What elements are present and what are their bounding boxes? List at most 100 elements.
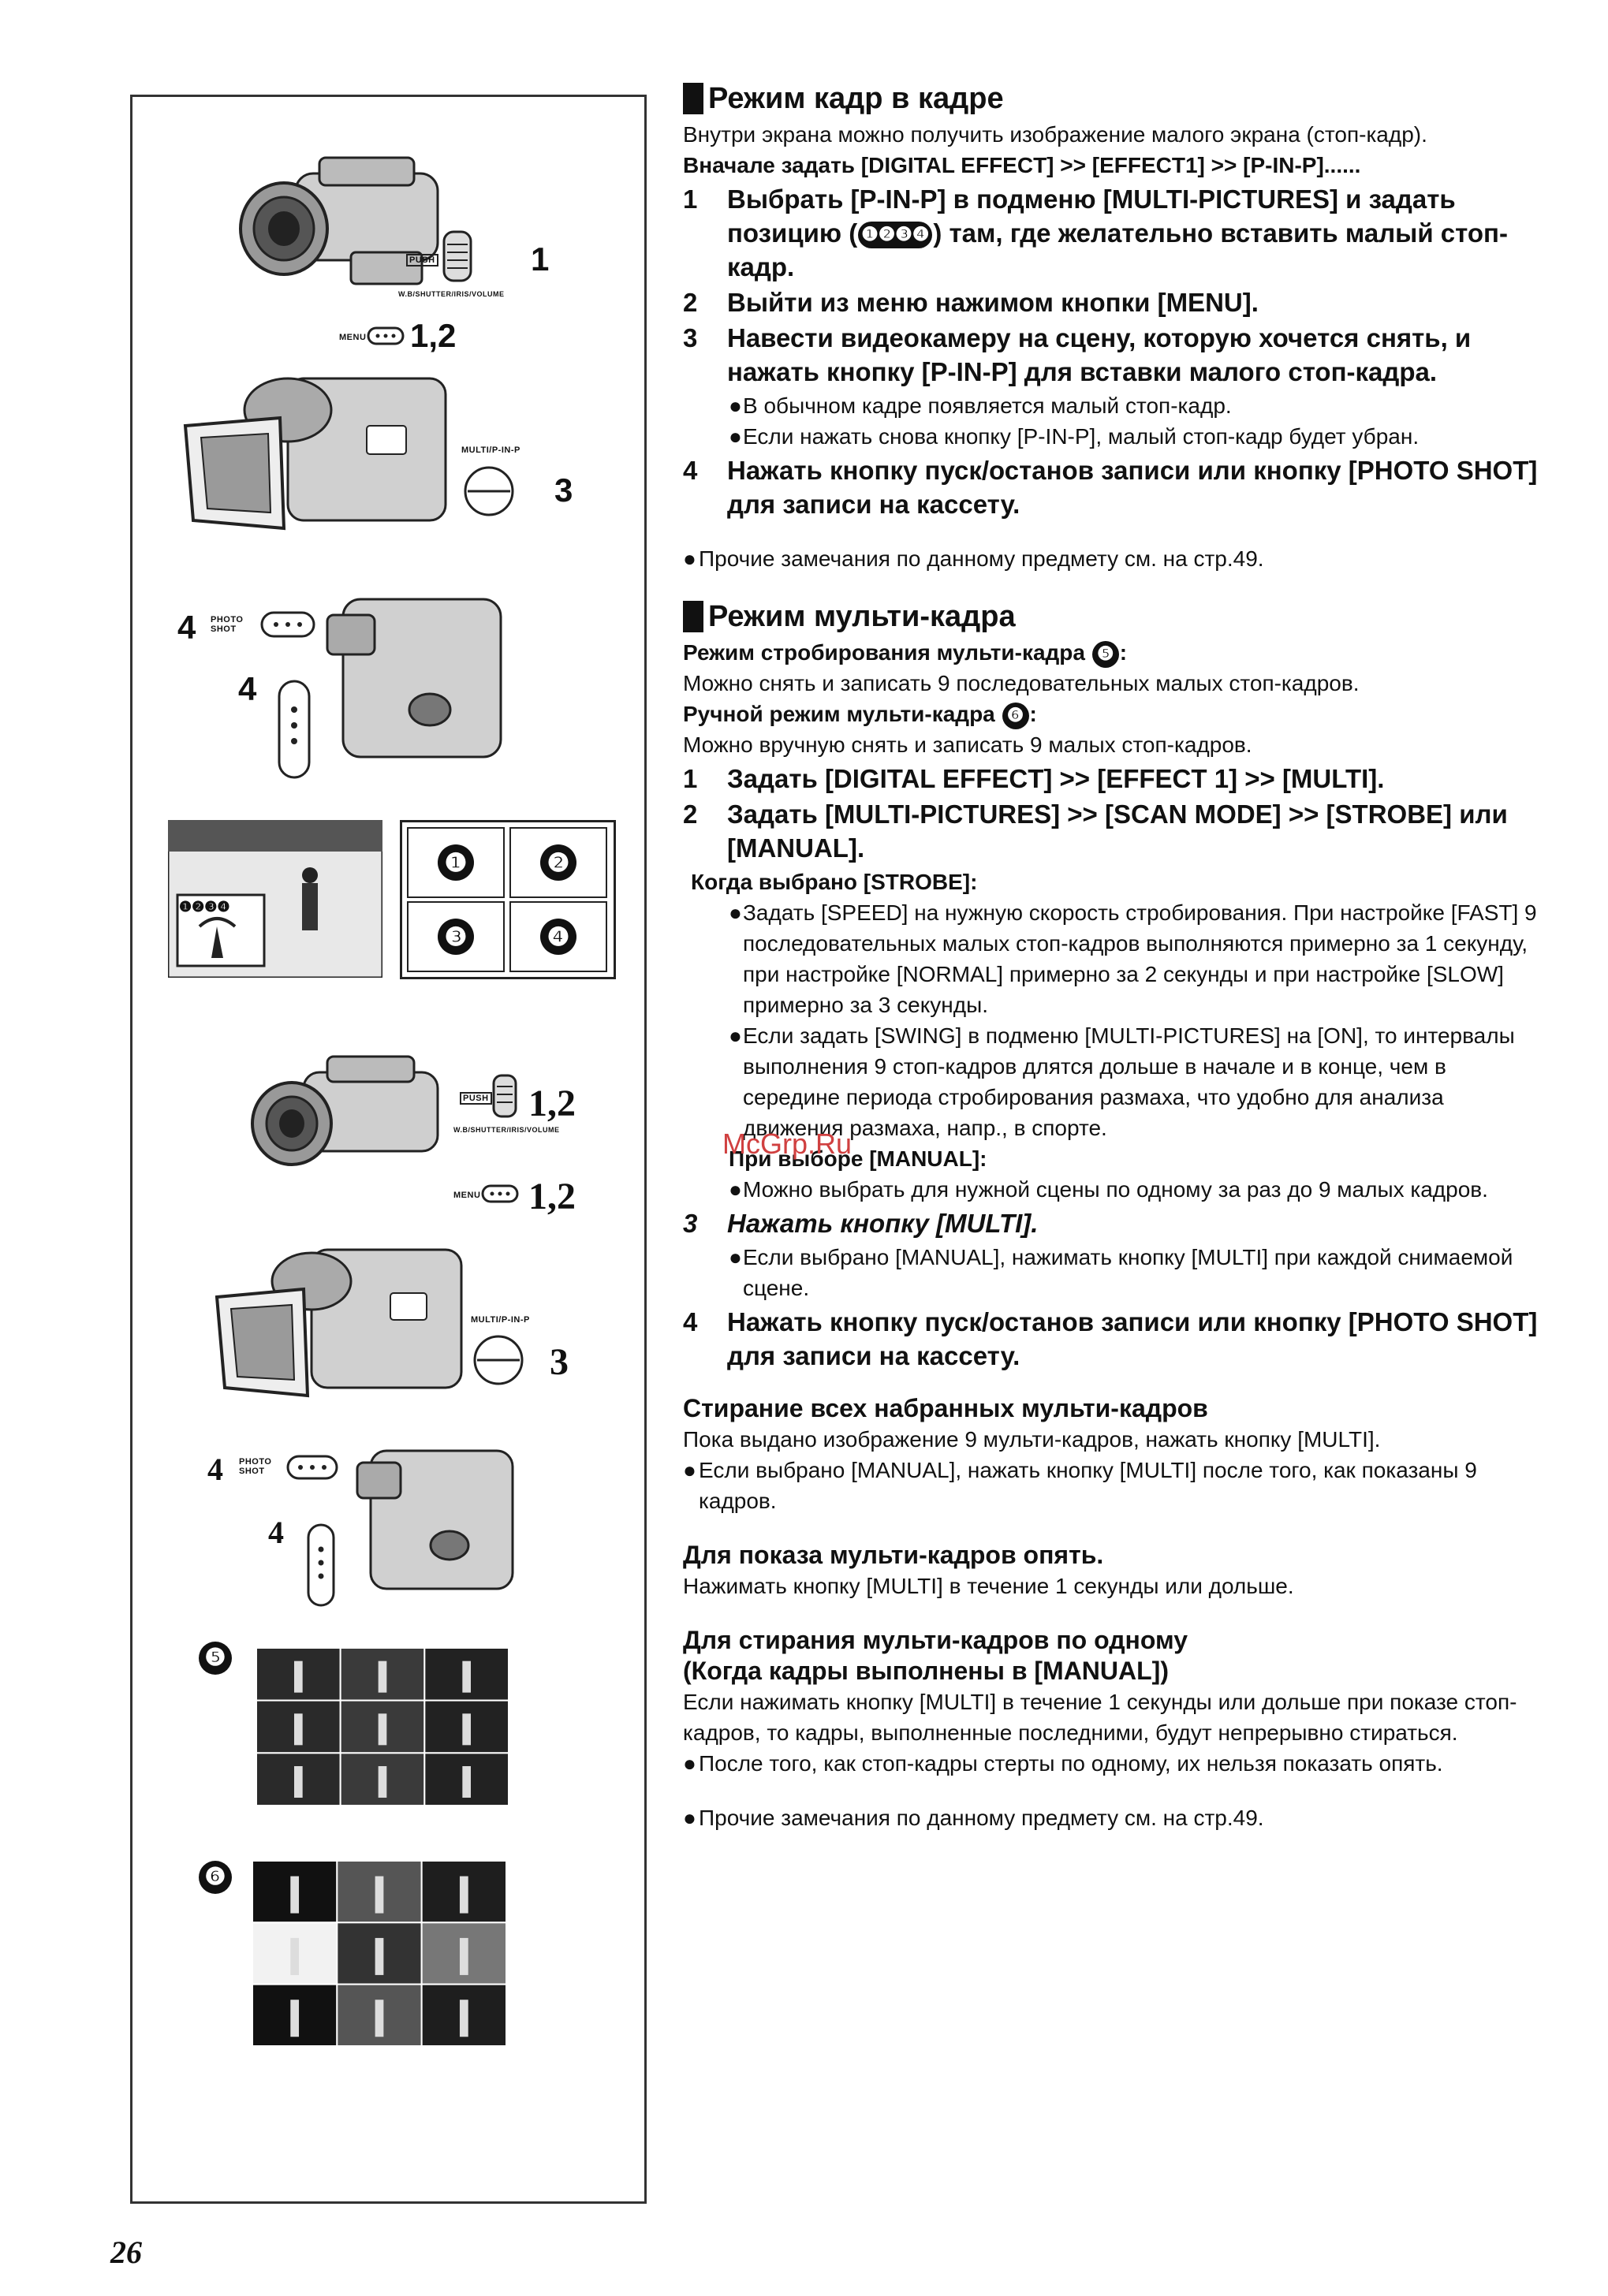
section-title-pinp: Режим кадр в кадре [683, 83, 1543, 114]
grid-figure [462, 1766, 471, 1798]
step-text-a: Выбрать [P-IN-P] в подменю [MULTI-PICTUR… [727, 184, 1456, 248]
step-number: 3 [683, 1209, 698, 1238]
step-number: 1 [683, 184, 698, 214]
step-text: Задать [MULTI-PICTURES] >> [SCAN MODE] >… [727, 800, 1508, 863]
grid-figure [375, 1937, 384, 1975]
callout-4-a: 4 [177, 609, 196, 646]
erase-all-bullet: ●Если выбрано [MANUAL], нажать кнопку [M… [683, 1455, 1543, 1516]
step-number: 3 [683, 323, 698, 352]
camcorder-side-figure-c [319, 583, 524, 773]
section-title-multi: Режим мульти-кадра [683, 601, 1543, 632]
step-text: Навести видеокамеру на сцену, которую хо… [727, 323, 1472, 386]
bullet: ● [683, 1806, 696, 1830]
grid-figure [290, 1876, 300, 1914]
bullet-text: Если задать [SWING] в подменю [MULTI-PIC… [743, 1023, 1515, 1140]
bullet: ● [729, 900, 742, 925]
callout-3-b: 3 [550, 1341, 569, 1383]
bullet-text: Можно выбрать для нужной сцены по одному… [743, 1177, 1488, 1202]
section-marker [683, 83, 703, 114]
grid-figure [378, 1713, 387, 1746]
camcorder-front-figure-d [241, 1041, 461, 1198]
multi-step-3: 3 Нажать кнопку [MULTI]. [683, 1206, 1543, 1240]
pinp-step-3-bullet-1: ●В обычном кадре появляется малый стоп-к… [729, 390, 1543, 421]
step-text: Выйти из меню нажимом кнопки [MENU]. [727, 288, 1259, 317]
strobe-bullet-2: ●Если задать [SWING] в подменю [MULTI-PI… [729, 1020, 1543, 1143]
rec-button-icon-b [305, 1522, 337, 1608]
multi-pinp-button-icon-a [461, 464, 517, 519]
grid-figure [290, 2000, 300, 2037]
quad-pos-2: ❷ [540, 844, 576, 881]
bullet: ● [683, 1751, 696, 1776]
erase-all-head: Стирание всех набранных мульти-кадров [683, 1394, 1208, 1422]
step-text: Нажать кнопку пуск/останов записи или кн… [727, 456, 1538, 519]
dial-icon [438, 229, 477, 284]
bullet-text: После того, как стоп-кадры стерты по одн… [699, 1751, 1443, 1776]
bullet: ● [729, 424, 742, 449]
bullet-text: Если выбрано [MANUAL], нажать кнопку [MU… [699, 1458, 1477, 1513]
camcorder-side-figure-f [351, 1435, 532, 1601]
grid-figure [459, 1937, 468, 1975]
manual-mode-text: Можно вручную снять и записать 9 малых с… [683, 732, 1252, 757]
show-again-head: Для показа мульти-кадров опять. [683, 1541, 1104, 1569]
pinp-sample-photo [168, 820, 382, 978]
step-text: Задать [DIGITAL EFFECT] >> [EFFECT 1] >>… [727, 764, 1385, 793]
quad-pos-1: ❶ [438, 844, 474, 881]
watermark: McGrp.Ru [722, 1128, 853, 1160]
menu-button-icon-b [481, 1184, 519, 1203]
pinp-step-4: 4 Нажать кнопку пуск/останов записи или к… [683, 453, 1543, 521]
pinp-step-3: 3 Навести видеокамеру на сцену, которую х… [683, 321, 1543, 389]
step-text: Нажать кнопку [MULTI]. [727, 1209, 1039, 1238]
grid-figure [459, 1876, 468, 1914]
pinp-position-quad: ❶ ❷ ❸ ❹ [400, 820, 616, 979]
strobe-circle: ❺ [1091, 640, 1119, 668]
grid-figure [294, 1660, 303, 1693]
camcorder-front-figure-a [225, 134, 461, 315]
step-number: 2 [683, 288, 698, 317]
callout-1-2-a: 1,2 [410, 317, 457, 354]
bullet: ● [729, 1023, 742, 1048]
frame-top [130, 95, 647, 97]
frame-left [130, 95, 132, 2204]
grid-figure [462, 1660, 471, 1693]
grid-figure [459, 2000, 468, 2037]
multi-pinp-button-icon-b [471, 1332, 526, 1388]
grid-figure [290, 1937, 300, 1975]
manual-bullet-1: ●Можно выбрать для нужной сцены по одном… [729, 1174, 1543, 1205]
quad-pos-4: ❹ [540, 919, 576, 955]
section-title-text: Режим мульти-кадра [708, 599, 1016, 633]
menu-label-b: MENU [453, 1191, 481, 1200]
step-number: 4 [683, 456, 698, 485]
step-text: Нажать кнопку пуск/останов записи или кн… [727, 1307, 1538, 1370]
erase-one-head-2: (Когда кадры выполнены в [MANUAL]) [683, 1657, 1169, 1685]
grid-figure [294, 1766, 303, 1798]
photo-shot-button-icon-b [286, 1455, 338, 1480]
multi-pinp-label-a: MULTI/P-IN-P [461, 445, 520, 455]
frame-bottom [130, 2201, 647, 2204]
bullet: ● [683, 1458, 696, 1482]
push-label: PUSH [406, 254, 438, 266]
strobe-head-text: Режим стробирования мульти-кадра [683, 640, 1085, 665]
strobe-multi-image [256, 1648, 509, 1806]
pinp-step-2: 2 Выйти из меню нажимом кнопки [MENU]. [683, 285, 1543, 319]
wb-shutter-label-b: W.B/SHUTTER/IRIS/VOLUME [453, 1126, 560, 1134]
quad-pos-3: ❸ [438, 919, 474, 955]
grid-figure [375, 1876, 384, 1914]
push-label-b: PUSH [460, 1092, 492, 1105]
pinp-intro: Внутри экрана можно получить изображение… [683, 122, 1427, 147]
bullet: ● [683, 546, 696, 571]
callout-1-2-c: 1,2 [528, 1176, 576, 1217]
fig-marker-5: ❺ [199, 1642, 232, 1675]
grid-figure [378, 1660, 387, 1693]
bullet-text: Задать [SPEED] на нужную скорость строби… [743, 900, 1537, 1017]
grid-figure [378, 1766, 387, 1798]
when-strobe-head: Когда выбрано [STROBE]: [691, 870, 978, 894]
manual-mode-head: Ручной режим мульти-кадра ❻: [683, 699, 1543, 729]
camcorder-lcd-figure-e [209, 1238, 493, 1411]
step-text: Выбрать [P-IN-P] в подменю [MULTI-PICTUR… [727, 182, 1543, 284]
pinp-first-setting: Вначале задать [DIGITAL EFFECT] >> [EFFE… [683, 153, 1361, 177]
step-text-b: ) там, где желательно вставить малый сто… [727, 218, 1508, 281]
erase-one-text: Если нажимать кнопку [MULTI] в течение 1… [683, 1690, 1517, 1745]
